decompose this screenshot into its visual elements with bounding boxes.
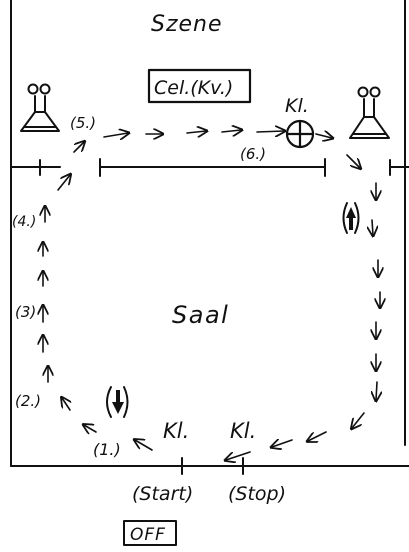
spotlight-icon — [349, 86, 390, 139]
path-arrows-bottom-right — [226, 412, 365, 460]
marker-1: (1.) — [93, 440, 121, 459]
path-arrows-bottom-left — [84, 425, 153, 451]
marker-2: (2.) — [15, 392, 41, 410]
bold-up-arrow-icon — [342, 202, 360, 234]
off-box-label: OFF — [130, 525, 166, 545]
door-ticks — [181, 457, 244, 475]
stage-edge — [10, 158, 409, 177]
kl-right-label: Kl. — [230, 419, 256, 443]
bold-down-arrow-icon — [106, 386, 129, 418]
room-walls — [10, 0, 409, 467]
stop-label: (Stop) — [228, 483, 286, 505]
spotlight-icon — [20, 83, 60, 132]
path-arrows-left — [43, 142, 84, 411]
cel-box — [147, 68, 252, 104]
marker-5: (5.) — [70, 114, 96, 132]
path-arrows-right — [372, 182, 380, 400]
cel-box-label: Cel.(Kv.) — [154, 77, 233, 99]
crossed-circle-icon — [285, 119, 315, 149]
stage-label: Szene — [151, 12, 223, 37]
kl-top-label: Kl. — [285, 95, 309, 117]
off-box — [123, 520, 177, 546]
kl-left-label: Kl. — [163, 419, 189, 443]
marker-4: (4.) — [12, 214, 36, 230]
hall-label: Saal — [172, 301, 229, 329]
marker-3: (3) — [15, 303, 36, 321]
path-arrows-top — [103, 130, 360, 168]
marker-6: (6.) — [240, 145, 266, 163]
start-label: (Start) — [132, 483, 193, 505]
